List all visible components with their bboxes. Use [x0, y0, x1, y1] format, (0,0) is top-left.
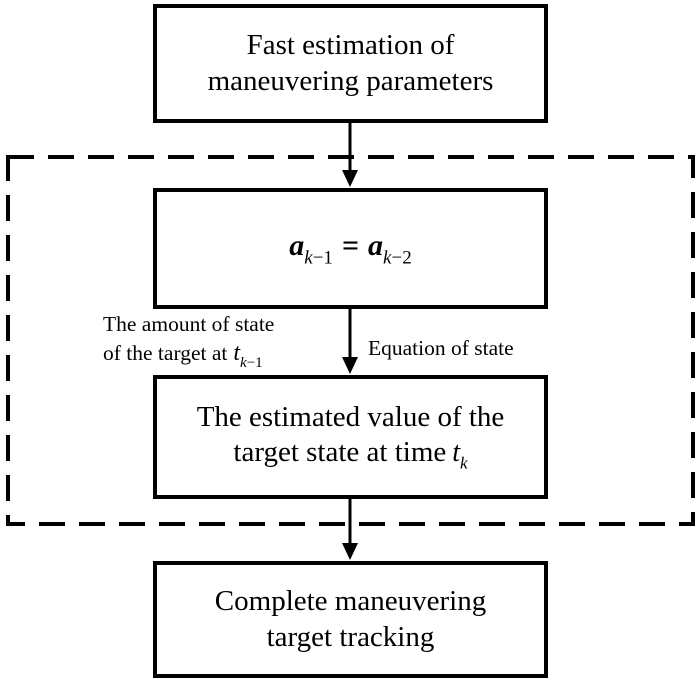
equation-of-state-label: Equation of state: [368, 336, 514, 360]
time-index: k: [460, 453, 468, 473]
equation-lhs-offset: −1: [312, 247, 333, 269]
equation-lhs-index: k: [304, 247, 313, 269]
equation-lhs-symbol: a: [289, 228, 305, 262]
tracking-node: Complete maneuvering target tracking: [153, 561, 548, 678]
equation-text: ak−1=ak−2: [289, 228, 411, 270]
estimation-node-text: Fast estimation of maneuvering parameter…: [208, 28, 494, 99]
estimation-line-1: Fast estimation of: [246, 29, 455, 62]
equation-rhs-index: k: [383, 247, 392, 269]
arrowhead-3: [342, 543, 358, 560]
equation-node: ak−1=ak−2: [153, 188, 548, 309]
time-variable-tk-1: tk−1: [233, 339, 262, 371]
left-time-offset: −1: [246, 354, 263, 371]
left-time-symbol: t: [233, 339, 241, 366]
left-time-index: k: [240, 354, 247, 371]
estimated-value-node: The estimated value of the target state …: [153, 375, 548, 499]
tracking-line-1: Complete maneuvering: [214, 585, 487, 618]
equation-rhs-subscript: k−2: [383, 247, 412, 268]
time-variable-tk: tk: [452, 437, 467, 473]
tracking-line-2: target tracking: [266, 620, 435, 653]
equation-operator: =: [341, 228, 360, 262]
estimation-line-2: maneuvering parameters: [207, 64, 494, 97]
equation-rhs-symbol: a: [368, 228, 384, 262]
estimated-value-text: The estimated value of the target state …: [197, 400, 505, 475]
state-amount-line-2: of the target at: [103, 340, 228, 365]
arrowhead-1: [342, 170, 358, 187]
equation-rhs-offset: −2: [391, 247, 412, 269]
estimated-value-line-1: The estimated value of the: [196, 400, 505, 433]
tracking-node-text: Complete maneuvering target tracking: [215, 584, 486, 655]
estimated-value-line-2: target state at time: [233, 436, 447, 468]
estimation-node: Fast estimation of maneuvering parameter…: [153, 4, 548, 123]
left-time-subscript: k−1: [240, 355, 263, 371]
equation-lhs-subscript: k−1: [304, 247, 333, 268]
time-symbol: t: [452, 437, 461, 468]
arrowhead-2: [342, 357, 358, 374]
state-amount-line-1: The amount of state: [103, 312, 275, 336]
